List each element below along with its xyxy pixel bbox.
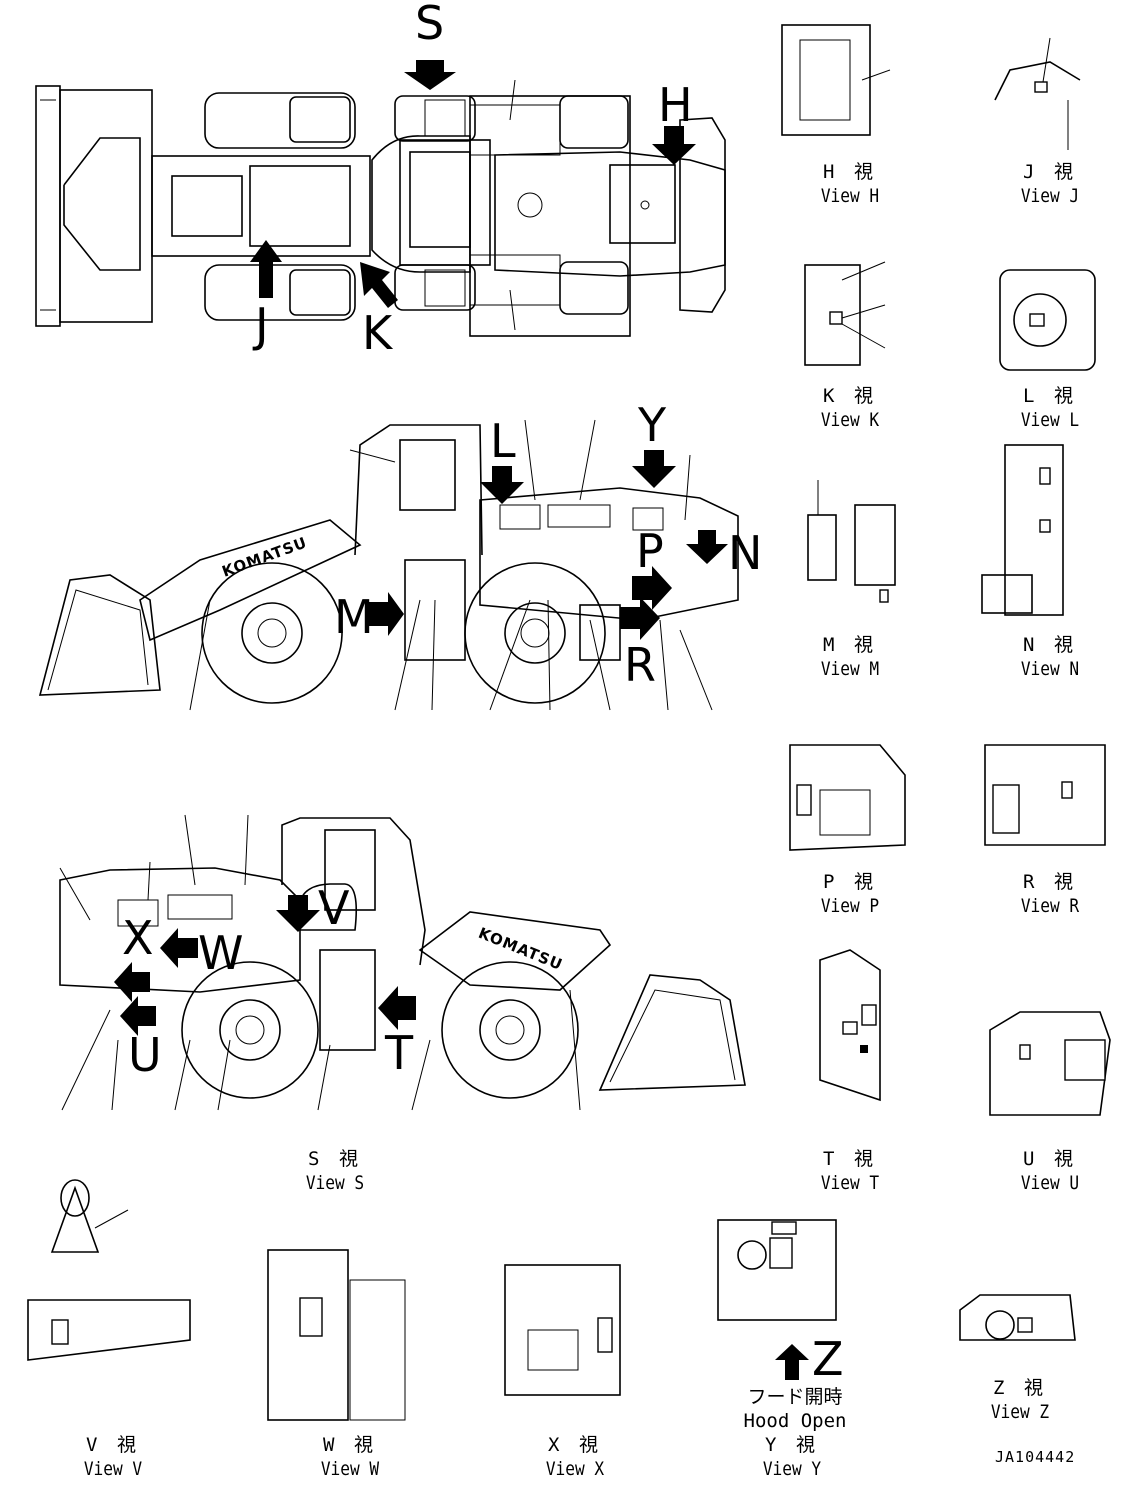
detail-V <box>27 1179 191 1361</box>
arrow-letter-J: J <box>255 298 269 352</box>
arrow-letter-U: U <box>128 1028 162 1082</box>
hood-open-en: Hood Open <box>743 1410 847 1432</box>
arrow-letter-P: P <box>636 524 664 578</box>
arrow-N <box>686 530 728 564</box>
detail-K <box>804 261 886 366</box>
side-view-left <box>59 814 746 1111</box>
detail-H <box>781 24 891 136</box>
arrow-L <box>480 466 524 504</box>
arrow-letter-X: X <box>122 911 154 965</box>
arrow-V <box>276 895 320 932</box>
arrow-letter-T: T <box>385 1026 414 1080</box>
detail-R <box>984 744 1106 846</box>
detail-P <box>789 744 906 851</box>
arrow-W <box>160 928 198 968</box>
detail-X <box>504 1264 621 1396</box>
detail-U <box>989 1011 1111 1116</box>
arrow-S <box>404 60 456 90</box>
detail-J <box>994 37 1081 150</box>
top-view <box>35 79 726 337</box>
drawing-code: JA104442 <box>995 1448 1076 1466</box>
detail-W <box>267 1249 406 1421</box>
arrow-H <box>652 126 696 165</box>
arrow-letter-Z: Z <box>812 1332 844 1386</box>
side-view-right <box>38 419 739 711</box>
arrow-T <box>378 986 416 1030</box>
hood-open-label: フード開時 Hood Open <box>725 1385 865 1433</box>
arrow-letter-H: H <box>658 78 693 132</box>
arrow-letter-R: R <box>624 638 656 692</box>
detail-N <box>981 444 1064 616</box>
arrow-J <box>250 240 282 298</box>
arrow-letter-M: M <box>334 590 374 644</box>
hood-open-jp: フード開時 <box>747 1386 843 1408</box>
arrow-P <box>632 566 672 610</box>
arrow-letter-Y: Y <box>638 398 667 452</box>
arrow-R <box>620 597 660 640</box>
detail-Z <box>959 1294 1076 1341</box>
arrow-U <box>120 996 156 1036</box>
arrow-letter-L: L <box>490 414 516 468</box>
detail-T <box>819 949 881 1102</box>
arrow-letter-K: K <box>362 306 393 360</box>
arrow-M <box>368 592 404 636</box>
arrow-letter-W: W <box>198 926 244 980</box>
arrow-X <box>114 962 150 1002</box>
arrow-Y <box>632 450 676 488</box>
arrow-letter-V: V <box>318 881 350 935</box>
detail-Y <box>717 1219 837 1380</box>
arrow-K <box>360 262 398 308</box>
arrow-letter-N: N <box>728 526 763 580</box>
detail-L <box>999 269 1096 371</box>
arrow-letter-S: S <box>415 0 445 50</box>
detail-M <box>807 480 896 603</box>
